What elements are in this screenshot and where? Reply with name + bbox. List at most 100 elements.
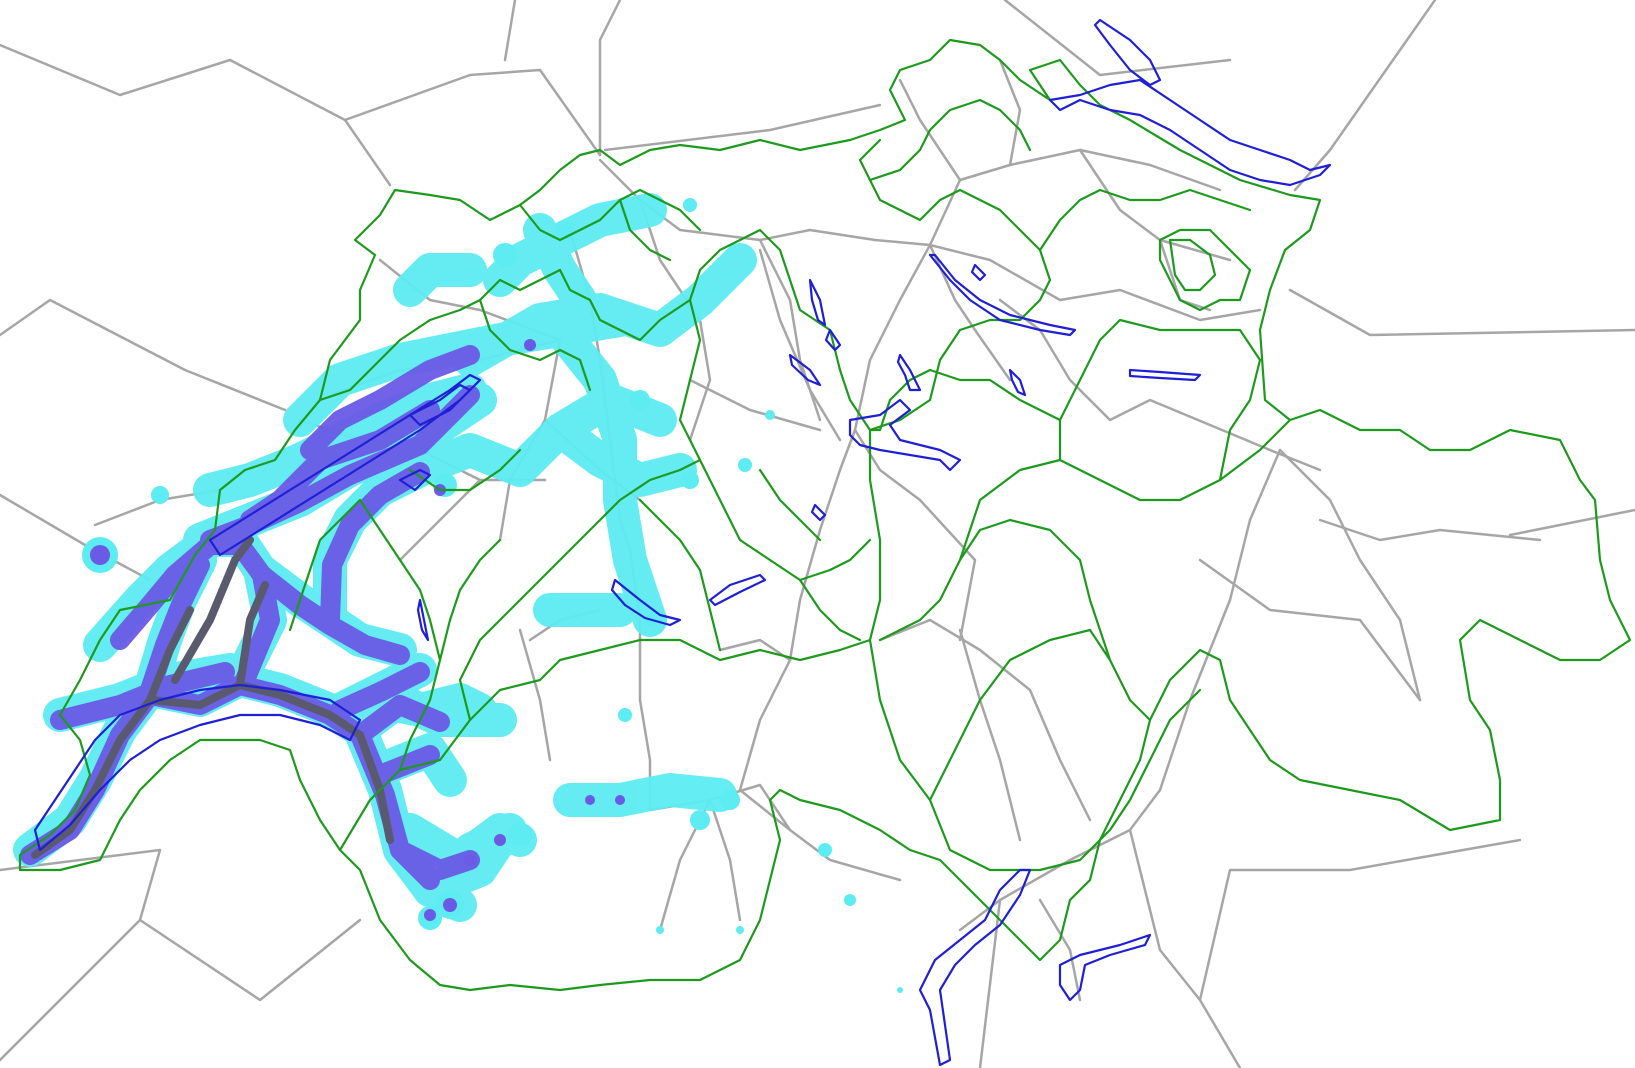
lake-zug (896, 353, 922, 392)
lake-sarnen (810, 503, 827, 522)
rail-line (708, 798, 742, 922)
coverage-node (630, 390, 650, 410)
coverage-node (585, 795, 595, 805)
canton-border (1168, 238, 1217, 292)
lake-sempach (788, 353, 822, 387)
coverage-node (615, 795, 625, 805)
coverage-path (453, 243, 757, 377)
coverage-path (453, 813, 527, 867)
road-line (0, 848, 162, 1062)
rail-line (878, 618, 982, 652)
coverage-node (424, 909, 436, 921)
rail-line (1278, 448, 1422, 702)
canton-border (1038, 188, 1252, 252)
coverage-node (464, 854, 476, 866)
canton-border (638, 498, 722, 652)
canton-border (868, 638, 1202, 872)
cantonal-borders (18, 38, 1632, 992)
road-line (0, 298, 287, 412)
coverage-path (370, 745, 440, 785)
coverage-node (90, 545, 110, 565)
lake-geneva (33, 683, 362, 852)
coverage-path (236, 581, 269, 689)
road-line (0, 493, 152, 582)
coverage-path (350, 695, 450, 745)
lake-greifen (970, 263, 987, 282)
rail-line (398, 478, 482, 562)
lake-constance (1048, 78, 1332, 187)
rail-line (718, 638, 792, 662)
rail-line (928, 243, 1012, 382)
road-line (343, 118, 392, 187)
road-line (1288, 288, 1635, 337)
rail-line (518, 628, 552, 762)
coverage-node (151, 486, 169, 504)
lake-murten (398, 468, 432, 492)
coverage-node (738, 458, 752, 472)
coverage-node (681, 471, 699, 489)
road-line (603, 103, 882, 152)
lake-hallwil (808, 278, 827, 327)
coverage-node (690, 810, 710, 830)
coverage-node (656, 926, 664, 934)
lake-biel (408, 383, 472, 427)
canton-border (878, 518, 1112, 662)
coverage-node (524, 339, 536, 351)
coverage-node (844, 894, 856, 906)
coverage-node (618, 708, 632, 722)
canton-border (398, 538, 502, 772)
rail-line (1318, 518, 1542, 542)
rail-line (1128, 448, 1282, 832)
coverage-path (393, 253, 487, 307)
canton-border (318, 268, 562, 402)
coverage-node (736, 926, 744, 934)
road-line (1293, 0, 1437, 192)
coverage-path (330, 662, 430, 720)
rail-line (853, 428, 977, 642)
coverage-path (140, 555, 210, 700)
coverage-path (171, 536, 254, 684)
canton-border (288, 498, 362, 632)
lake-lugano (1058, 933, 1152, 1002)
canton-border (338, 428, 882, 852)
coverage-path (300, 345, 480, 460)
lake-maggiore (918, 868, 1032, 1067)
coverage-path (390, 840, 480, 880)
coverage-path (320, 462, 430, 630)
canton-border (1058, 318, 1262, 482)
coverage-node (683, 198, 697, 212)
canton-border (758, 468, 822, 542)
canton-border (958, 418, 1292, 562)
road-line (1128, 828, 1202, 1002)
coverage-node (818, 843, 832, 857)
rail-line (1198, 558, 1422, 702)
road-line (1198, 838, 1522, 1068)
road-line (138, 918, 362, 1002)
lake-neuchatel (208, 373, 482, 557)
canton-border (868, 368, 1062, 432)
canton-border (518, 188, 702, 242)
coverage-node (443, 898, 457, 912)
country-border (18, 38, 1632, 992)
rail-line (758, 248, 842, 442)
lake-aegeri (1008, 368, 1027, 397)
road-line (503, 0, 517, 62)
lake-baldegg (824, 328, 842, 352)
lakes (33, 18, 1332, 1067)
canton-border (408, 448, 522, 492)
coverage-path (146, 606, 194, 704)
rail-line (928, 148, 1222, 247)
coverage-path (503, 413, 697, 497)
canton-border (928, 628, 1152, 802)
rail-line (738, 658, 902, 882)
coverage-node (494, 834, 506, 846)
lake-zurich (928, 253, 1077, 337)
rail-line (958, 628, 1022, 842)
canton-border (868, 98, 1032, 182)
rail-line (898, 78, 962, 182)
coverage-node (897, 987, 903, 993)
lake-lucerne (848, 398, 962, 472)
